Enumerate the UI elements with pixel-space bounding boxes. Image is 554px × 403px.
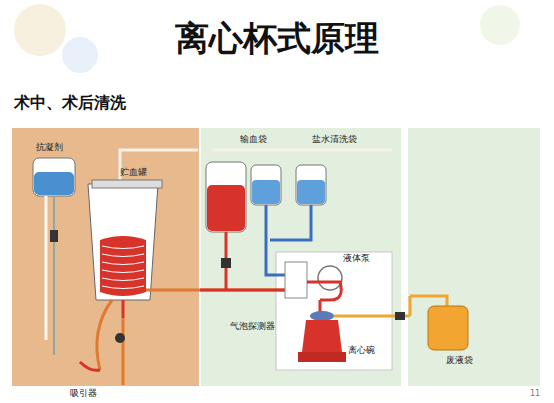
- slide-title: 离心杯式原理: [0, 20, 554, 57]
- part-label: 盐水清洗袋: [312, 135, 357, 145]
- page-number: 11: [530, 390, 540, 399]
- subtitle: 术中、术后清洗: [14, 94, 126, 112]
- part-label: 输血袋: [240, 135, 267, 145]
- part-label: 吸引器: [70, 389, 97, 399]
- part-label: 废液袋: [446, 356, 473, 366]
- part-label: 液体泵: [343, 254, 370, 264]
- part-label: 气泡探测器: [230, 322, 275, 332]
- part-label: 贮血罐: [120, 168, 147, 178]
- part-label: 离心碗: [348, 346, 375, 356]
- part-label: 抗凝剂: [36, 143, 63, 153]
